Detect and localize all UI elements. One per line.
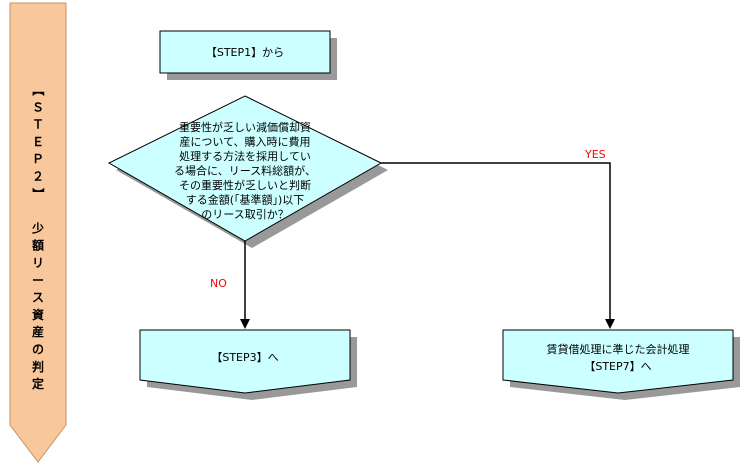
step7-box-shape	[502, 329, 734, 394]
side-title-char: の	[32, 343, 44, 357]
step3-box-shape	[139, 329, 351, 394]
condition-text-line: 重要性が乏しい減価償却資	[179, 120, 311, 134]
side-title-char: Ｔ	[32, 118, 44, 132]
side-title-char: リ	[32, 256, 44, 270]
condition-text-line: のリース取引か？	[201, 207, 288, 221]
no-label: NO	[210, 277, 227, 290]
condition-text-line: る場合に、リース料総額が、	[174, 164, 316, 178]
side-title-char: 額	[31, 238, 44, 253]
step7-box-line-2: 【STEP7】へ	[584, 360, 651, 373]
start-box-shape	[159, 30, 331, 74]
side-title-char: 】	[31, 188, 46, 200]
start-box-label: 【STEP1】から	[206, 46, 284, 59]
step7-box: 賃貸借処理に準じた会計処理 【STEP7】へ	[502, 329, 740, 400]
yes-connector	[381, 162, 615, 329]
condition-text-line: その重要性が乏しいと判断	[179, 178, 311, 192]
side-title-char: ２	[32, 170, 44, 184]
condition-text-line: する金額(「基準額」)以下	[186, 193, 305, 207]
side-title-char: 判	[32, 359, 44, 374]
condition-diamond: 重要性が乏しい減価償却資産について、購入時に費用処理する方法を採用している場合に…	[107, 95, 388, 248]
side-title-char: 資	[32, 307, 44, 322]
step3-box: 【STEP3】へ	[139, 329, 357, 400]
side-title-char: ー	[32, 273, 44, 287]
step7-box-line-1: 賃貸借処理に準じた会計処理	[547, 342, 690, 356]
side-banner-shape	[9, 2, 67, 463]
side-title-char: Ｓ	[32, 100, 44, 114]
step3-box-label: 【STEP3】へ	[211, 351, 278, 364]
side-title-char: Ｐ	[32, 152, 44, 166]
start-box: 【STEP1】から	[159, 30, 337, 80]
condition-text-line: 処理する方法を採用してい	[179, 149, 311, 163]
condition-text: 重要性が乏しい減価償却資産について、購入時に費用処理する方法を採用している場合に…	[174, 120, 316, 221]
side-title-char: ス	[32, 291, 44, 305]
side-title-char: 定	[32, 376, 44, 391]
side-title-char: 少	[31, 220, 44, 235]
side-title-char: 【	[31, 84, 46, 96]
side-title-char: Ｅ	[32, 135, 44, 149]
condition-text-line: 産について、購入時に費用	[179, 135, 310, 149]
yes-label: YES	[584, 148, 606, 161]
side-title-char: 産	[32, 324, 44, 339]
